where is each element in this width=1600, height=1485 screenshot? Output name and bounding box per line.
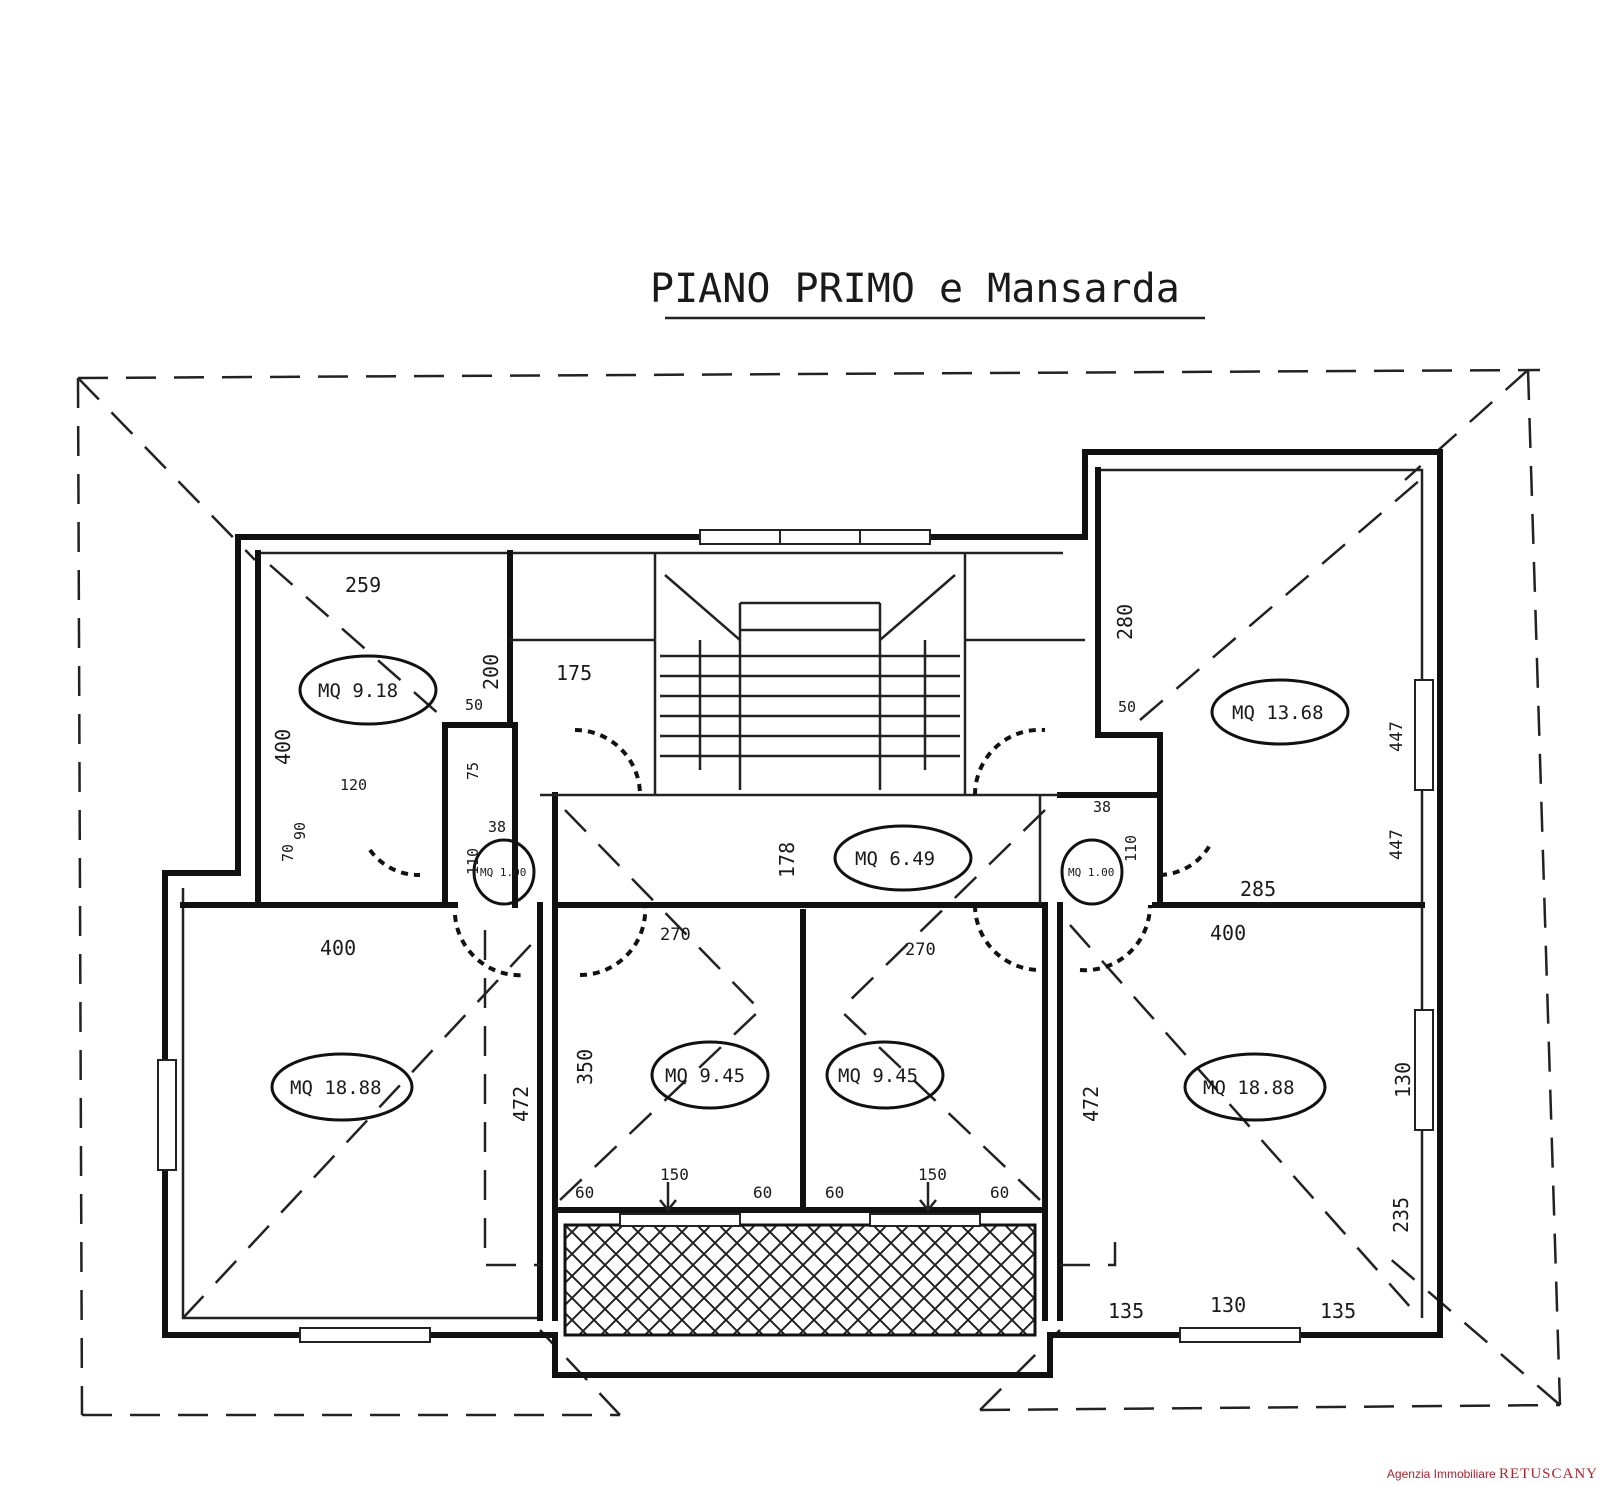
dimension-label: 60	[753, 1183, 772, 1202]
area-labels: MQ 9.18 MQ 13.68 MQ 6.49 MQ 1.00 MQ 1.00…	[270, 654, 1350, 1122]
area-ellipse	[1183, 1052, 1327, 1122]
dimension-label: 447	[1387, 829, 1407, 860]
dimension-label: 75	[464, 762, 482, 780]
dimension-label: 285	[1240, 877, 1276, 901]
area-label: MQ 1.00	[480, 866, 526, 879]
windows	[157, 529, 1434, 1343]
dimension-label: 270	[660, 925, 691, 945]
roof-outline	[76, 368, 1562, 1417]
dimension-label: 130	[1210, 1293, 1246, 1317]
dimension-label: 130	[1391, 1062, 1415, 1098]
dimension-label: 447	[1387, 721, 1407, 752]
dimension-label: 38	[1093, 798, 1111, 816]
area-label: MQ 9.45	[838, 1065, 918, 1087]
area-label: MQ 6.49	[855, 848, 935, 870]
area-ellipse	[825, 1040, 945, 1110]
dimension-label: 400	[271, 729, 295, 765]
area-ellipse	[270, 1052, 414, 1122]
area-ellipse	[833, 824, 973, 892]
dimension-label: 150	[660, 1165, 689, 1184]
dimension-label: 270	[905, 940, 936, 960]
dimension-label: 50	[465, 696, 483, 714]
dimension-label: 150	[918, 1165, 947, 1184]
area-label: MQ 1.00	[1068, 866, 1114, 879]
interior-walls	[180, 467, 1425, 1321]
area-label: MQ 18.88	[290, 1077, 382, 1099]
area-ellipse	[298, 654, 438, 726]
dimension-label: 110	[1122, 835, 1140, 862]
area-ellipse	[472, 838, 536, 906]
area-label: MQ 9.18	[318, 680, 398, 702]
area-label: MQ 13.68	[1232, 702, 1324, 724]
room-diagonals	[182, 479, 1421, 1319]
area-ellipse	[1210, 678, 1350, 746]
dimension-label: 110	[464, 848, 482, 875]
stair	[660, 574, 960, 790]
watermark-prefix: Agenzia Immobiliare	[1386, 1467, 1496, 1481]
dimension-label: 175	[556, 661, 592, 685]
dimension-label: 60	[575, 1183, 594, 1202]
dimension-label: 400	[1210, 921, 1246, 945]
dimension-label: 472	[1079, 1086, 1103, 1122]
dimension-label: 60	[825, 1183, 844, 1202]
watermark-brand: RETUSCANY	[1498, 1466, 1598, 1482]
dimension-label: 200	[479, 654, 503, 690]
dimension-label: 135	[1108, 1299, 1144, 1323]
dimension-label: 135	[1320, 1299, 1356, 1323]
area-label: MQ 18.88	[1203, 1077, 1295, 1099]
balcony-hatch	[563, 1223, 1037, 1337]
dimension-label: 70	[279, 844, 297, 862]
agency-watermark: Agenzia Immobiliare RETUSCANY	[1387, 1466, 1598, 1483]
dimension-label: 90	[291, 822, 309, 840]
dimension-label: 259	[345, 573, 381, 597]
dimension-labels: 259 200 175 400 50 75 38 110 90 120 70 2…	[271, 573, 1415, 1323]
area-ellipse	[650, 1040, 770, 1110]
area-label: MQ 9.45	[665, 1065, 745, 1087]
area-ellipse	[1060, 838, 1124, 906]
dimension-arrows	[659, 1182, 937, 1213]
dimension-label: 120	[340, 776, 367, 794]
dimension-label: 472	[509, 1086, 533, 1122]
dimension-label: 38	[488, 818, 506, 836]
dimension-label: 178	[775, 842, 799, 878]
dimension-label: 50	[1118, 698, 1136, 716]
plan-title: PIANO PRIMO e Mansarda	[650, 266, 1180, 312]
dimension-label: 350	[573, 1049, 597, 1085]
dimension-label: 400	[320, 936, 356, 960]
dimension-label: 280	[1113, 604, 1137, 640]
dimension-label: 60	[990, 1183, 1009, 1202]
dimension-label: 235	[1389, 1197, 1413, 1233]
door-swings	[368, 727, 1212, 978]
